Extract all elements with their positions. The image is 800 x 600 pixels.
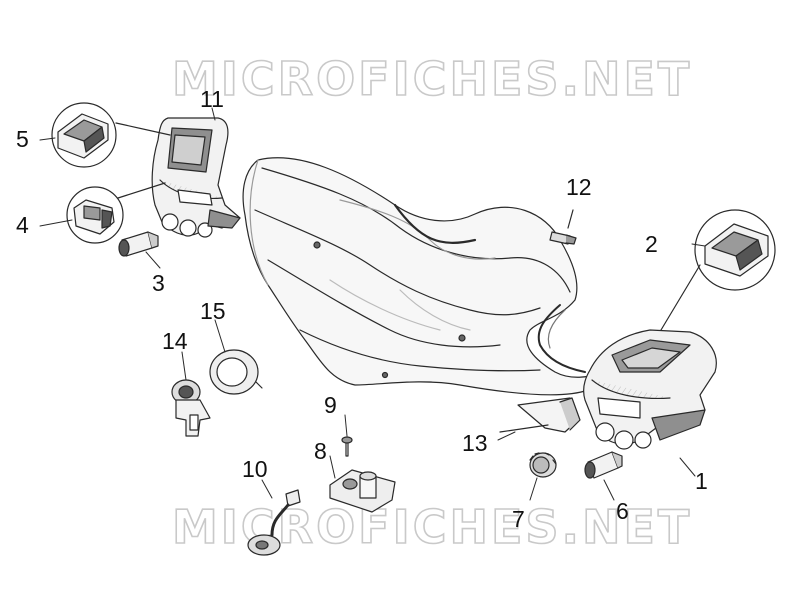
- callout-1: 1: [695, 468, 708, 494]
- sensor-cable-part: [247, 489, 301, 556]
- left-top-switch-part: [51, 102, 171, 168]
- callout-4: 4: [16, 212, 29, 238]
- callout-8: 8: [314, 438, 327, 464]
- callout-5: 5: [16, 126, 29, 152]
- callout-14: 14: [162, 328, 188, 354]
- callout-7: 7: [512, 506, 525, 532]
- left-switch-housing: [151, 117, 241, 238]
- callout-11: 11: [200, 86, 224, 112]
- handlebar-cover-body: [242, 157, 601, 396]
- screw-part: [341, 436, 353, 457]
- ignition-lock-part: [171, 379, 211, 437]
- gear-ring-part: [529, 452, 557, 478]
- leader-lines: [39, 107, 706, 501]
- callout-2: 2: [645, 231, 658, 257]
- left-push-button-part: [118, 231, 159, 257]
- watermark-top: MICROFICHES.NET: [171, 51, 693, 107]
- callout-13: 13: [462, 430, 488, 456]
- right-push-button-part: [584, 451, 623, 479]
- callout-9: 9: [324, 392, 337, 418]
- right-top-switch-part: [654, 209, 776, 341]
- callout-10: 10: [242, 456, 268, 482]
- callout-3: 3: [152, 270, 165, 296]
- callout-15: 15: [200, 298, 226, 324]
- bracket-part: [329, 469, 396, 513]
- left-small-switch-part: [66, 182, 166, 244]
- small-bolt-part: [549, 209, 577, 245]
- callout-6: 6: [616, 498, 629, 524]
- lens-cover-part: [499, 397, 581, 433]
- right-switch-housing: [583, 329, 717, 450]
- callout-12: 12: [566, 174, 592, 200]
- bezel-ring-part: [209, 349, 263, 395]
